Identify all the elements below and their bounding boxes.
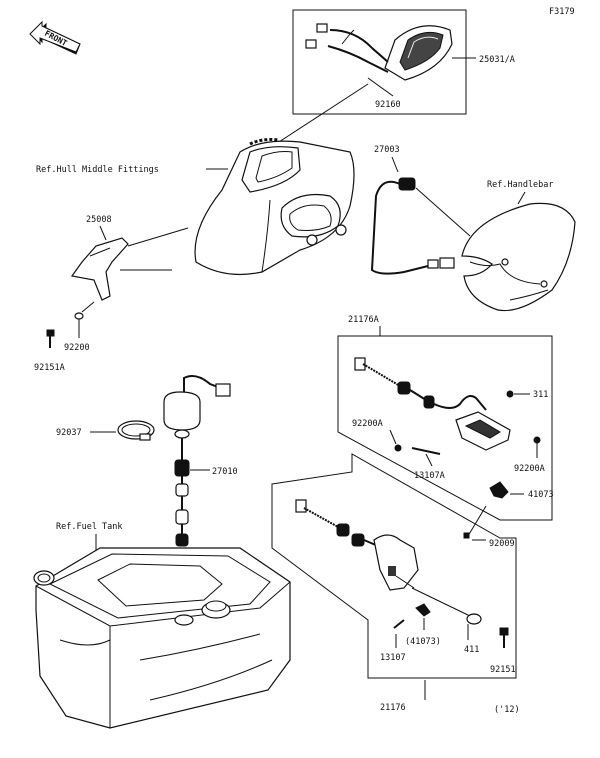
meter-gauge [305, 23, 453, 81]
nut-311 [506, 390, 514, 398]
callout-27010: 27010 [212, 467, 238, 477]
bracket [70, 237, 129, 301]
callout-41073: 41073 [528, 490, 554, 500]
callout-411: 411 [464, 645, 479, 655]
callout-92009: 92009 [489, 539, 515, 549]
pin-13107A [411, 447, 441, 455]
switch-a-group-box [337, 326, 553, 521]
figure-code: F3179 [549, 7, 575, 17]
callout-92200A-right: 92200A [514, 464, 545, 474]
washer-92200 [74, 312, 84, 320]
year-note: ('12) [494, 705, 520, 715]
hull-ref-label: Ref.Hull Middle Fittings [36, 165, 159, 175]
gauge-group-box [292, 9, 467, 115]
pin-13107 [393, 619, 405, 629]
handlebar-cover [461, 202, 576, 312]
front-label: FRONT [43, 29, 69, 48]
switch-a-harness [354, 357, 511, 451]
bolt-92151 [499, 627, 509, 648]
bolt-92151A [46, 329, 55, 348]
washer-411 [466, 613, 482, 625]
callout-13107A: 13107A [414, 471, 445, 481]
callout-92160: 92160 [375, 100, 401, 110]
fuel-tank-ref-label: Ref.Fuel Tank [56, 522, 123, 532]
switch-group-box [271, 453, 517, 679]
callout-25008: 25008 [86, 215, 112, 225]
callout-92037: 92037 [56, 428, 82, 438]
callout-92151: 92151 [490, 665, 516, 675]
speed-cable [370, 177, 455, 275]
handlebar-ref-label: Ref.Handlebar [487, 180, 554, 190]
hull-middle-fittings [194, 138, 355, 276]
callout-92151A: 92151A [34, 363, 65, 373]
front-arrow-icon: FRONT [29, 20, 81, 55]
washer-92200A-right [533, 436, 541, 444]
callout-21176A: 21176A [348, 315, 379, 325]
callout-92200A-left: 92200A [352, 419, 383, 429]
callout-paren-41073: (41073) [405, 637, 441, 647]
callout-27003: 27003 [374, 145, 400, 155]
switch-harness [295, 499, 419, 591]
fuel-sender [163, 375, 231, 547]
washer-92200A-left [394, 444, 402, 452]
callout-25031A: 25031/A [479, 55, 515, 65]
callout-21176: 21176 [380, 703, 406, 713]
screw-92009 [467, 505, 487, 537]
callout-92200: 92200 [64, 343, 90, 353]
fuel-tank [33, 547, 291, 729]
clip-paren-41073 [415, 603, 431, 617]
callout-13107: 13107 [380, 653, 406, 663]
clamp-92037 [117, 420, 155, 441]
callout-311: 311 [533, 390, 548, 400]
clip-41073 [489, 481, 509, 499]
